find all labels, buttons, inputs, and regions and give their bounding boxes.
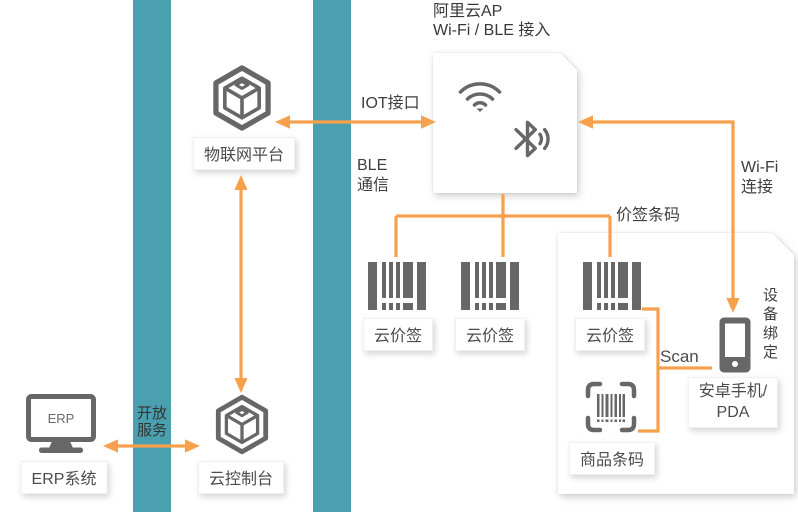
ap-box [433,53,577,193]
price-tag-label-3: 云价签 [574,318,646,351]
device-binding-label: 设备绑定 [761,287,778,363]
iot-platform-label: 物联网平台 [192,137,296,170]
edge-label-price-tag-barcode: 价签条码 [616,207,681,224]
price-tag-barcode-icon-3 [583,262,641,310]
cloud-console-icon [212,392,272,457]
arrowhead-right-console [185,439,200,453]
price-tag-label-2: 云价签 [454,318,526,351]
erp-system-label: ERP系统 [20,461,108,494]
edge-label-open-service: 开放 服务 [136,405,167,439]
smartphone-icon [719,317,751,373]
ap-title-line2: Wi-Fi / BLE 接入 [433,22,551,39]
ap-title: 阿里云AP Wi-Fi / BLE 接入 [433,2,550,40]
erp-monitor-icon: ERP [26,394,96,458]
edge-label-scan: Scan [660,347,699,366]
arrowhead-left-erp [103,439,118,453]
edge-label-wifi-connect: Wi-Fi 连接 [741,159,779,196]
wifi-icon [455,72,505,114]
price-tag-barcode-icon-2 [461,262,519,310]
arrowhead-down-console [234,378,248,393]
erp-screen-text: ERP [48,411,75,426]
arrowhead-left-ap-wifi [578,115,593,129]
iot-platform-icon [209,63,275,133]
android-phone-label: 安卓手机/ PDA [687,377,779,428]
product-barcode-label: 商品条码 [568,442,656,475]
arrowhead-up-platform [234,175,248,190]
ap-title-line1: 阿里云AP [433,3,503,20]
edge-label-iot-interface: IOT接口 [361,95,420,112]
cloud-console-label: 云控制台 [197,461,285,494]
edge-label-ble: BLE 通信 [357,157,390,194]
pipe-bar-right [313,0,351,512]
product-barcode-scan-icon [584,380,638,434]
pipe-bar-left [133,0,171,512]
price-tag-label-1: 云价签 [362,318,434,351]
arrowhead-left-iot [275,115,290,129]
bluetooth-icon [502,113,554,165]
price-tag-barcode-icon-1 [368,262,426,310]
